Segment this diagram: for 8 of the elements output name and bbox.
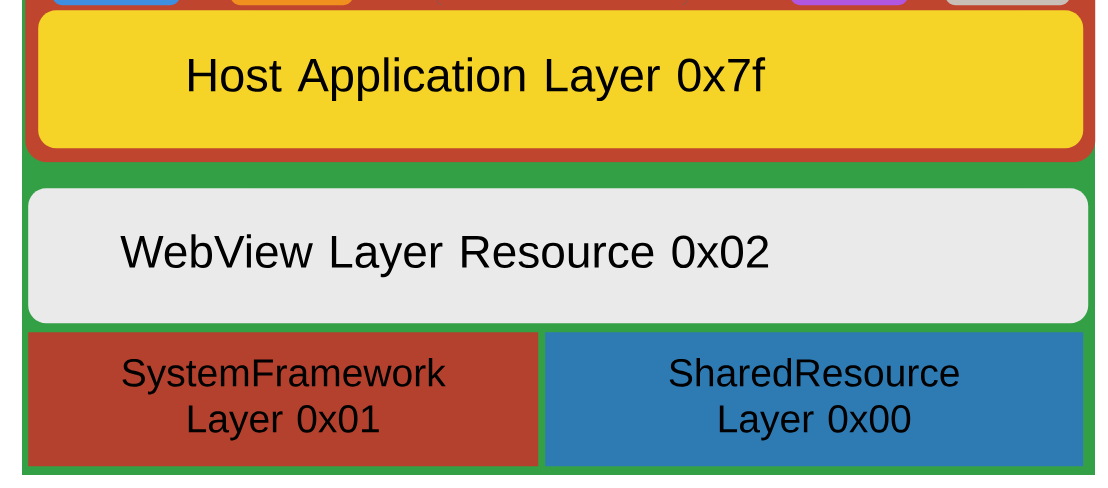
tab-box [945, 0, 1071, 6]
layer-box: SharedResource Layer 0x00 [545, 332, 1084, 467]
tab-box [52, 0, 181, 6]
layer-box: Host Application Layer 0x7f [38, 10, 1084, 149]
layer-box: WebView Layer Resource 0x02 [28, 188, 1089, 324]
tab-box [790, 0, 909, 6]
tab-box [230, 0, 354, 6]
layer-box: SystemFramework Layer 0x01 [28, 332, 539, 467]
